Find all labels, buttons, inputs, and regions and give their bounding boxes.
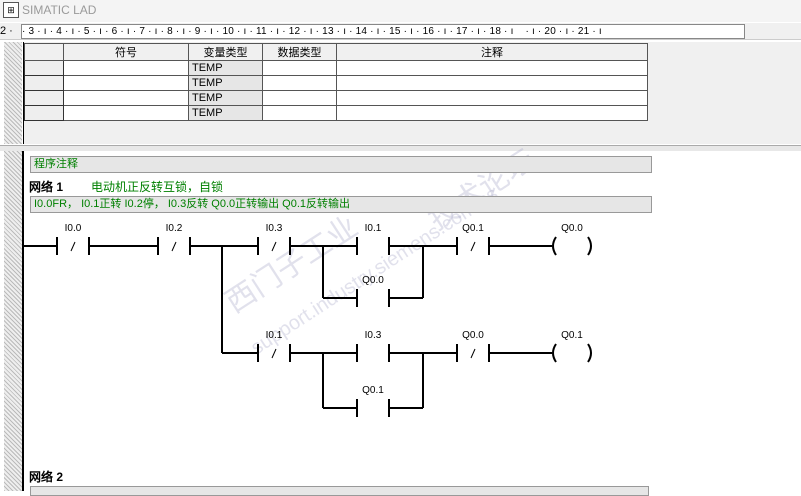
normally-closed-slash xyxy=(470,348,476,359)
network-2-title[interactable]: 网络 2 xyxy=(29,470,64,484)
table-row[interactable]: TEMP xyxy=(24,75,648,91)
contact-address: I0.3 xyxy=(365,330,382,341)
contact-address: Q0.1 xyxy=(362,385,384,396)
table-cell[interactable]: TEMP xyxy=(188,60,263,76)
ruler-left: 2 · xyxy=(0,25,13,37)
coil-address: Q0.0 xyxy=(561,223,583,234)
table-cell[interactable] xyxy=(63,75,189,91)
contact[interactable]: Q0.0 xyxy=(356,275,390,307)
table-row[interactable]: TEMP xyxy=(24,105,648,121)
gutter xyxy=(4,151,22,491)
contact[interactable]: I0.3 xyxy=(356,330,390,362)
contact-address: Q0.0 xyxy=(462,330,484,341)
col-header-data-type: 数据类型 xyxy=(262,43,337,61)
table-cell[interactable] xyxy=(262,105,337,121)
table-cell[interactable]: TEMP xyxy=(188,90,263,106)
table-cell[interactable] xyxy=(336,75,648,91)
table-row[interactable]: TEMP xyxy=(24,90,648,106)
contact-address: I0.0 xyxy=(65,223,82,234)
coil-right xyxy=(587,236,592,256)
title-bar: ⊞ SIMATIC LAD xyxy=(0,0,801,22)
network-1-title[interactable]: 网络 1 xyxy=(29,180,64,194)
contact[interactable]: I0.0 xyxy=(56,223,90,255)
normally-closed-slash xyxy=(70,241,76,252)
table-cell[interactable] xyxy=(336,60,648,76)
table-cell[interactable]: TEMP xyxy=(188,105,263,121)
program-comment[interactable]: 程序注释 xyxy=(30,156,652,173)
app-icon: ⊞ xyxy=(3,2,19,18)
normally-closed-slash xyxy=(171,241,177,252)
power-rail xyxy=(22,151,24,491)
col-header-symbol: 符号 xyxy=(63,43,189,61)
gutter xyxy=(4,42,22,144)
contact[interactable]: I0.1 xyxy=(257,330,291,362)
contact[interactable]: I0.2 xyxy=(157,223,191,255)
contact-address: I0.1 xyxy=(365,223,382,234)
col-header xyxy=(24,43,64,61)
ruler: 2 · · 3 · ı · 4 · ı · 5 · ı · 6 · ı · 7 … xyxy=(0,23,801,40)
coil-left xyxy=(552,343,557,363)
table-row[interactable]: TEMP xyxy=(24,60,648,76)
contact[interactable]: Q0.0 xyxy=(456,330,490,362)
contact-address: I0.1 xyxy=(266,330,283,341)
table-cell[interactable] xyxy=(63,90,189,106)
network-2-comment[interactable] xyxy=(30,486,649,496)
col-header-var-type: 变量类型 xyxy=(188,43,263,61)
coil-address: Q0.1 xyxy=(561,330,583,341)
ruler-marks: · 3 · ı · 4 · ı · 5 · ı · 6 · ı · 7 · ı … xyxy=(21,24,745,39)
contact-address: I0.3 xyxy=(266,223,283,234)
table-cell[interactable] xyxy=(336,105,648,121)
contact-address: I0.2 xyxy=(166,223,183,234)
contact[interactable]: I0.1 xyxy=(356,223,390,255)
normally-closed-slash xyxy=(470,241,476,252)
network-1-comment[interactable]: I0.0FR， I0.1正转 I0.2停， I0.3反转 Q0.0正转输出 Q0… xyxy=(30,196,652,213)
contact[interactable]: Q0.1 xyxy=(456,223,490,255)
contact-address: Q0.1 xyxy=(462,223,484,234)
col-header-comment: 注释 xyxy=(336,43,648,61)
window-title: SIMATIC LAD xyxy=(22,3,97,17)
contact-address: Q0.0 xyxy=(362,275,384,286)
table-cell[interactable] xyxy=(24,90,64,106)
splitter[interactable] xyxy=(0,145,801,151)
normally-closed-slash xyxy=(271,241,277,252)
table-cell[interactable] xyxy=(63,105,189,121)
coil-right xyxy=(587,343,592,363)
table-cell[interactable] xyxy=(24,60,64,76)
table-cell[interactable] xyxy=(262,75,337,91)
coil-left xyxy=(552,236,557,256)
normally-closed-slash xyxy=(271,348,277,359)
contact[interactable]: Q0.1 xyxy=(356,385,390,417)
table-cell[interactable]: TEMP xyxy=(188,75,263,91)
table-cell[interactable] xyxy=(63,60,189,76)
table-cell[interactable] xyxy=(24,105,64,121)
network-1-title-comment[interactable]: 电动机正反转互锁，自锁 xyxy=(91,180,224,194)
table-cell[interactable] xyxy=(262,60,337,76)
contact[interactable]: I0.3 xyxy=(257,223,291,255)
